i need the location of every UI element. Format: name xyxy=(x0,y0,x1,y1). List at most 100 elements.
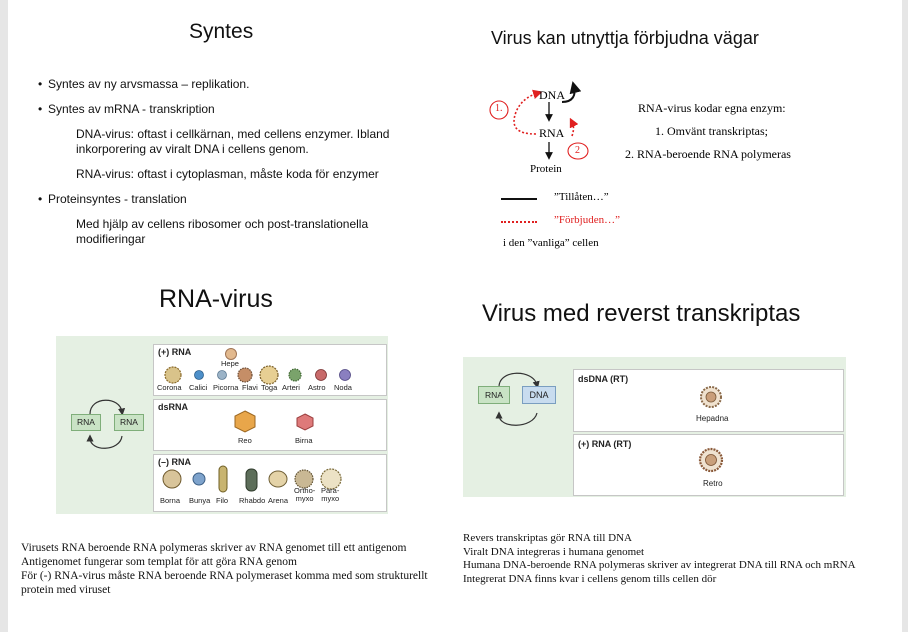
retro-virion-icon xyxy=(698,447,724,473)
central-dogma-diagram xyxy=(489,81,589,160)
rna-replication-arrow xyxy=(569,117,579,137)
caption-line: Revers transkriptas gör RNA till DNA xyxy=(463,532,632,544)
dsdna-rt-box: dsDNA (RT) Hepadna xyxy=(573,369,844,432)
borna-virion-icon xyxy=(162,469,182,489)
caption-line: Integrerat DNA finns kvar i cellens geno… xyxy=(463,572,717,585)
birna-virion-icon xyxy=(296,413,314,431)
virus-hepadna: Hepadna xyxy=(696,414,729,423)
syntes-bullet-3: •Proteinsyntes - translation xyxy=(38,192,187,206)
dna-replication-arrow xyxy=(561,81,582,103)
syntes-sub-translation: Med hjälp av cellens ribosomer och post-… xyxy=(76,217,369,246)
virus-bunya: Bunya xyxy=(189,496,211,505)
rna-virus-figure: RNA RNA (+) RNA Hepe Corona Calici Picor… xyxy=(56,336,388,514)
minus-rna-virions xyxy=(162,465,342,493)
caption-line: Humana DNA-beroende RNA polymeras skrive… xyxy=(463,559,856,571)
enzyme-1: 1. Omvänt transkriptas; xyxy=(655,124,768,138)
rt-rna-box: RNA xyxy=(478,386,510,404)
reverse-transcriptase-title: Virus med reverst transkriptas xyxy=(482,300,801,327)
plus-rna-virions xyxy=(164,365,351,385)
syntes-sub-rna: RNA-virus: oftast i cytoplasman, måste k… xyxy=(76,167,379,181)
arteri-virion-icon xyxy=(288,368,302,382)
reverse-transcription-arrow xyxy=(513,89,543,135)
dsdna-rt-label: dsDNA (RT) xyxy=(578,374,629,384)
document-page: Syntes •Syntes av ny arvsmassa – replika… xyxy=(8,0,902,632)
virus-retro: Retro xyxy=(703,479,723,488)
virus-filo: Filo xyxy=(216,496,229,505)
legend-allowed: ”Tillåten…” xyxy=(554,191,609,203)
toga-virion-icon xyxy=(259,365,279,385)
syntes-bullet-2: •Syntes av mRNA - transkription xyxy=(38,102,215,116)
minus-rna-box: (–) RNA Borna Bunya Filo Rhabdo Arena Or… xyxy=(153,454,387,512)
minus-rna-label: (–) RNA xyxy=(158,457,191,467)
virus-toga: Toga xyxy=(261,383,278,392)
virus-orthomyxo: Ortho- myxo xyxy=(294,486,316,503)
rhabdo-virion-icon xyxy=(245,468,258,492)
circle-2 xyxy=(567,142,589,160)
reverse-transcriptase-figure: RNA DNA dsDNA (RT) Hepadna (+) RNA (RT) … xyxy=(463,357,846,497)
caption-line: Virusets RNA beroende RNA polymeras skri… xyxy=(21,542,407,554)
syntes-sub-dna: DNA-virus: oftast i cellkärnan, med cell… xyxy=(76,127,390,156)
virus-noda: Noda xyxy=(334,383,352,392)
syntes-bullet-1: •Syntes av ny arvsmassa – replikation. xyxy=(38,77,250,91)
circle-1 xyxy=(489,100,509,120)
noda-virion-icon xyxy=(339,369,351,381)
corona-virion-icon xyxy=(164,366,182,384)
rt-caption: Revers transkriptas gör RNA till DNA Vir… xyxy=(463,532,893,586)
virus-reo: Reo xyxy=(238,436,252,445)
syntes-title: Syntes xyxy=(189,20,254,43)
virus-calici: Calici xyxy=(189,383,208,392)
astro-virion-icon xyxy=(315,369,327,381)
rna-box-left: RNA xyxy=(71,414,101,431)
filo-virion-icon xyxy=(218,465,228,493)
virus-birna: Birna xyxy=(295,436,313,445)
virus-paramyxo: Para- myxo xyxy=(321,486,340,503)
bullet-text: Proteinsyntes - translation xyxy=(48,192,187,206)
bullet-text: Syntes av ny arvsmassa – replikation. xyxy=(48,77,250,91)
caption-line: För (-) RNA-virus måste RNA beroende RNA… xyxy=(21,570,428,596)
dsrna-box: dsRNA Reo Birna xyxy=(153,399,387,451)
bunya-virion-icon xyxy=(192,472,206,486)
virus-picorna: Picorna xyxy=(213,383,239,392)
plus-rna-rt-label: (+) RNA (RT) xyxy=(578,439,632,449)
legend-solid-line xyxy=(501,198,537,200)
caption-line: Antigenomet fungerar som templat för att… xyxy=(21,556,297,568)
virus-flavi: Flavi xyxy=(242,383,258,392)
picorna-virion-icon xyxy=(217,370,227,380)
legend-forbidden: ”Förbjuden…” xyxy=(554,214,620,226)
orthomyxo-virion-icon xyxy=(294,469,314,489)
forbidden-paths-title: Virus kan utnyttja förbjudna vägar xyxy=(491,28,759,48)
rna-box-right: RNA xyxy=(114,414,144,431)
dogma-protein: Protein xyxy=(530,163,562,175)
dogma-rna: RNA xyxy=(539,126,565,140)
rt-cycle-arrows xyxy=(495,372,540,426)
plus-rna-label: (+) RNA xyxy=(158,347,192,357)
virus-corona: Corona xyxy=(157,383,182,392)
rna-virus-caption: Virusets RNA beroende RNA polymeras skri… xyxy=(21,541,451,597)
legend-note: i den ”vanliga” cellen xyxy=(503,237,599,249)
dsrna-virions xyxy=(234,410,314,433)
virus-arteri: Arteri xyxy=(282,383,300,392)
rna-virus-title: RNA-virus xyxy=(159,285,273,313)
flavi-virion-icon xyxy=(237,367,253,383)
arena-virion-icon xyxy=(268,470,288,488)
calici-virion-icon xyxy=(194,370,204,380)
rt-dna-box: DNA xyxy=(522,386,556,404)
hepadna-virion-icon xyxy=(700,386,722,408)
virus-arena: Arena xyxy=(268,496,289,505)
legend-dotted-line xyxy=(501,221,537,223)
circle-1-label: 1. xyxy=(495,103,503,114)
circle-2-label: 2 xyxy=(575,145,580,156)
virus-rhabdo: Rhabdo xyxy=(239,496,266,505)
dogma-dna: DNA xyxy=(539,88,565,102)
hepe-virion-icon xyxy=(225,348,237,360)
caption-line: Viralt DNA integreras i humana genomet xyxy=(463,545,645,558)
reo-virion-icon xyxy=(234,410,256,433)
enzyme-heading: RNA-virus kodar egna enzym: xyxy=(638,101,786,115)
rna-cycle-arrows xyxy=(86,399,126,449)
virus-borna: Borna xyxy=(160,496,181,505)
paramyxo-virion-icon xyxy=(320,468,342,490)
dsrna-label: dsRNA xyxy=(158,402,189,412)
bullet-text: Syntes av mRNA - transkription xyxy=(48,102,215,116)
hepe-label: Hepe xyxy=(221,359,239,368)
enzyme-2: 2. RNA-beroende RNA polymeras xyxy=(625,147,791,161)
